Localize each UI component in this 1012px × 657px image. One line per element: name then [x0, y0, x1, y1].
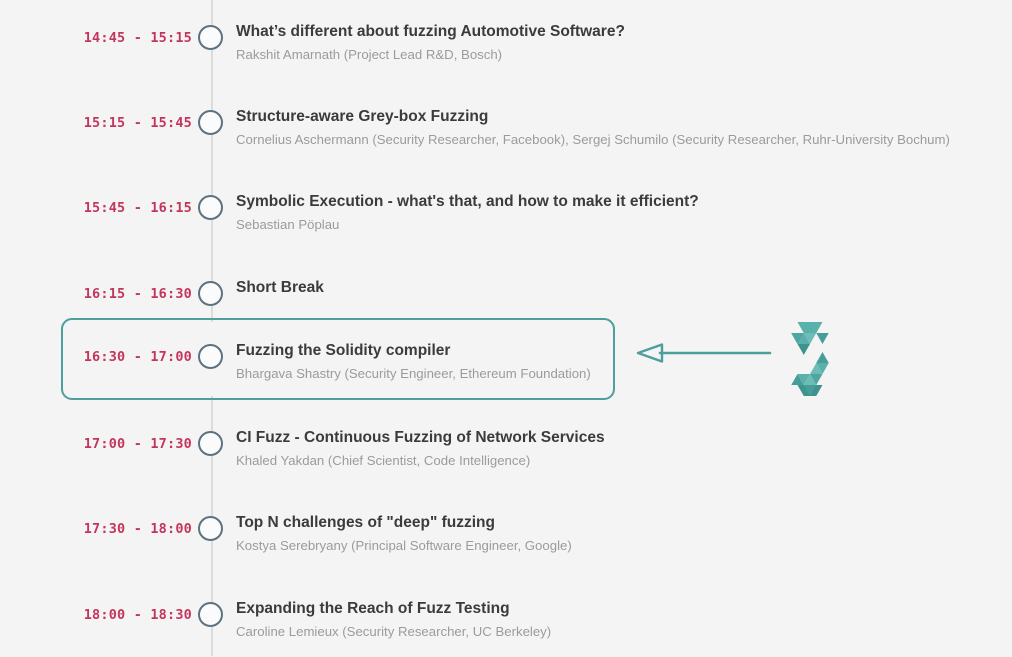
timeline-marker-icon [198, 344, 223, 369]
row-title[interactable]: Short Break [236, 279, 324, 296]
schedule-row[interactable]: 18:00 - 18:30 Expanding the Reach of Fuzz… [0, 587, 1012, 657]
row-time: 17:00 - 17:30 [83, 436, 192, 452]
row-time: 16:15 - 16:30 [83, 286, 192, 302]
timeline-marker-icon [198, 516, 223, 541]
row-time: 15:15 - 15:45 [83, 115, 192, 131]
row-speakers: Sebastian Pöplau [236, 217, 340, 232]
row-time: 15:45 - 16:15 [83, 200, 192, 216]
row-title[interactable]: Symbolic Execution - what's that, and ho… [236, 193, 699, 210]
row-body: Symbolic Execution - what's that, and ho… [236, 192, 996, 234]
timeline-marker-icon [198, 110, 223, 135]
row-time: 14:45 - 15:15 [83, 30, 192, 46]
row-speakers: Kostya Serebryany (Principal Software En… [236, 538, 572, 553]
schedule-row[interactable]: 14:45 - 15:15 What’s different about fuzz… [0, 10, 1012, 80]
row-body: Short Break [236, 278, 996, 298]
schedule-row[interactable]: 15:45 - 16:15 Symbolic Execution - what's… [0, 180, 1012, 250]
arrow-left-icon [636, 341, 772, 365]
timeline-marker-icon [198, 431, 223, 456]
timeline-marker-icon [198, 195, 223, 220]
row-title[interactable]: Fuzzing the Solidity compiler [236, 342, 451, 359]
highlight-box-solidity-talk [61, 318, 615, 400]
row-body: What’s different about fuzzing Automotiv… [236, 22, 996, 64]
timeline-marker-icon [198, 602, 223, 627]
row-speakers: Caroline Lemieux (Security Researcher, U… [236, 624, 552, 639]
row-speakers: Bhargava Shastry (Security Engineer, Eth… [236, 366, 591, 381]
schedule-row[interactable]: 16:30 - 17:00 Fuzzing the Solidity compil… [0, 329, 1012, 399]
schedule-row[interactable]: 15:15 - 15:45 Structure-aware Grey-box Fu… [0, 95, 1012, 165]
timeline-marker-icon [198, 281, 223, 306]
row-title[interactable]: Expanding the Reach of Fuzz Testing [236, 600, 510, 617]
row-time: 17:30 - 18:00 [83, 521, 192, 537]
schedule-row[interactable]: 17:30 - 18:00 Top N challenges of "deep" … [0, 501, 1012, 571]
row-speakers: Khaled Yakdan (Chief Scientist, Code Int… [236, 453, 531, 468]
solidity-logo-icon [785, 322, 835, 396]
row-time: 18:00 - 18:30 [83, 607, 192, 623]
row-title[interactable]: Top N challenges of "deep" fuzzing [236, 514, 495, 531]
schedule-row[interactable]: 17:00 - 17:30 CI Fuzz - Continuous Fuzzin… [0, 416, 1012, 486]
row-time: 16:30 - 17:00 [83, 349, 192, 365]
row-body: CI Fuzz - Continuous Fuzzing of Network … [236, 428, 996, 470]
row-title[interactable]: CI Fuzz - Continuous Fuzzing of Network … [236, 429, 605, 446]
row-title[interactable]: What’s different about fuzzing Automotiv… [236, 23, 625, 40]
schedule-row[interactable]: 16:15 - 16:30 Short Break [0, 266, 1012, 336]
timeline-marker-icon [198, 25, 223, 50]
row-title[interactable]: Structure-aware Grey-box Fuzzing [236, 108, 489, 125]
row-speakers: Cornelius Aschermann (Security Researche… [236, 132, 950, 147]
row-speakers: Rakshit Amarnath (Project Lead R&D, Bosc… [236, 47, 503, 62]
